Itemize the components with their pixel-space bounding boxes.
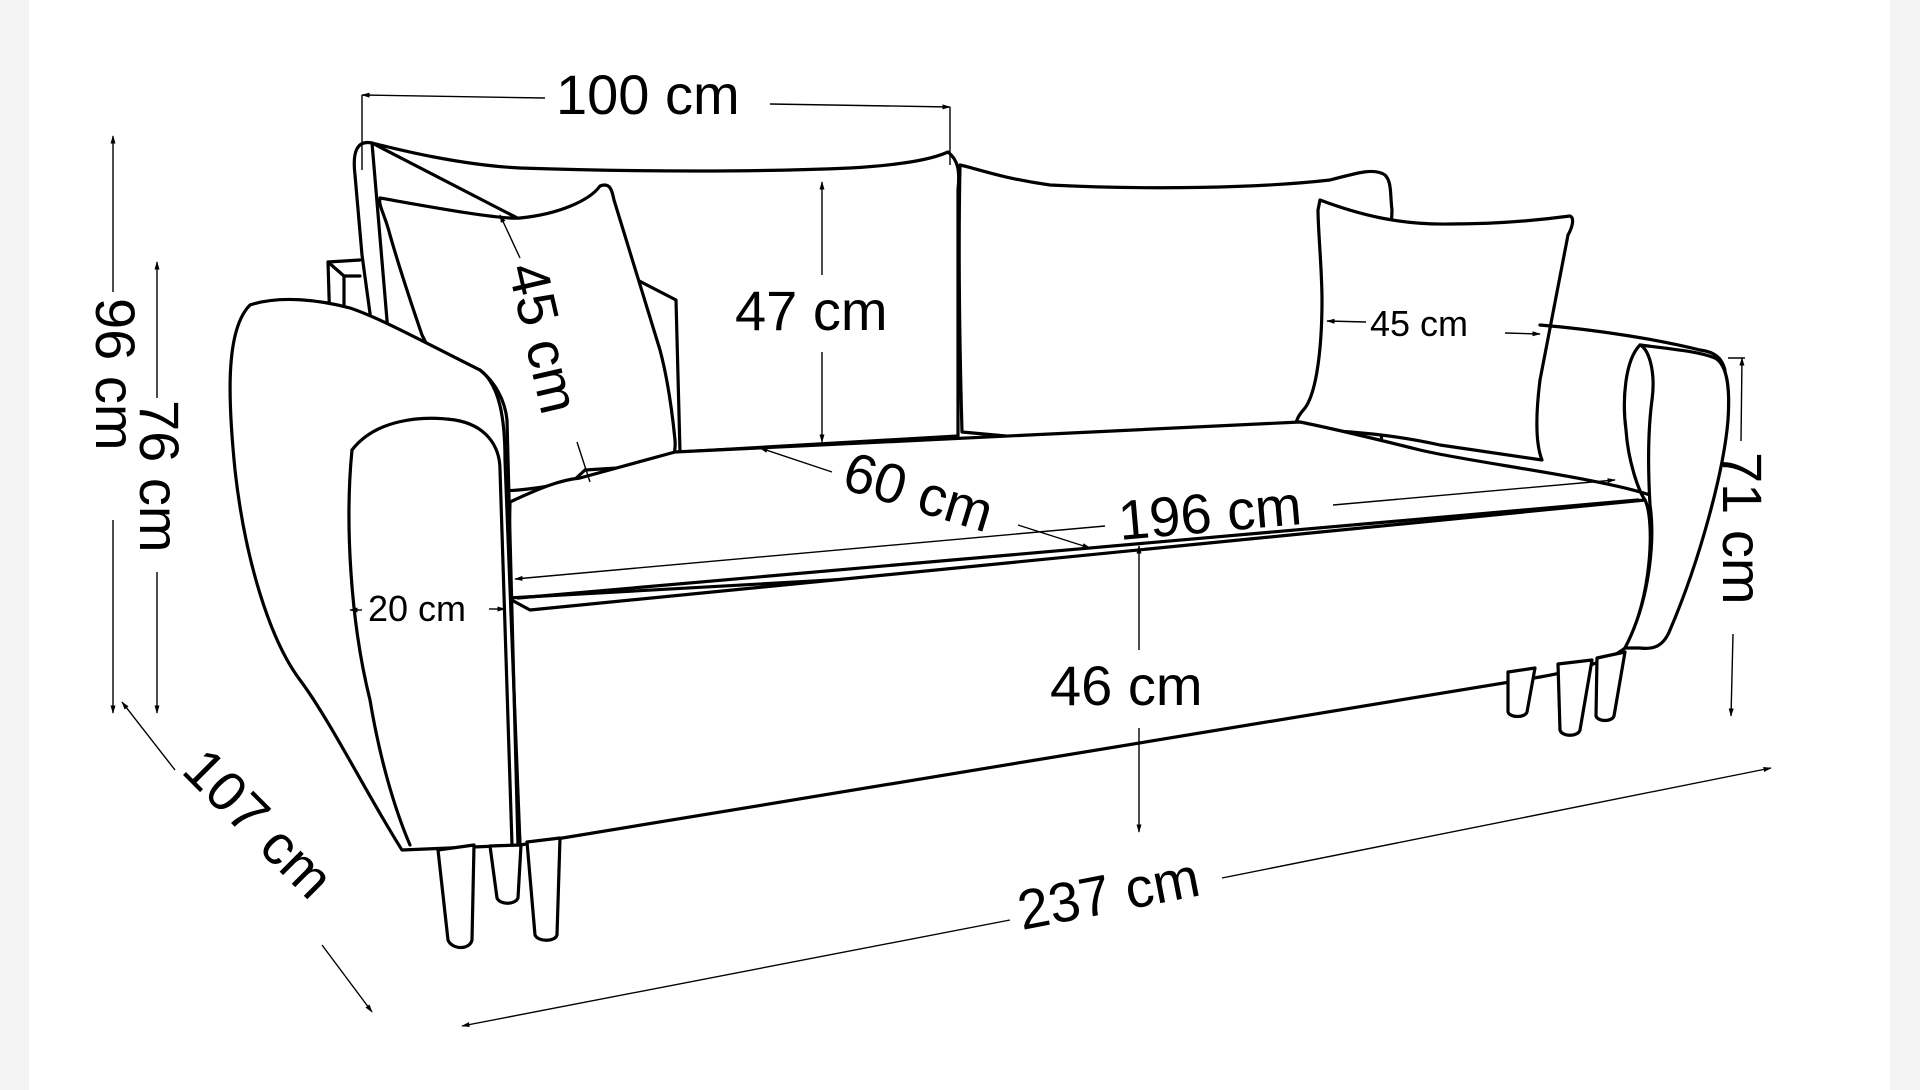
label-total-depth: 107 cm [172,736,346,910]
label-right-pillow-size: 45 cm [1370,303,1468,344]
label-armrest-height: 76 cm [128,400,191,553]
dimension-lines [110,92,1772,1028]
label-backrest-height: 47 cm [735,279,888,342]
label-right-arm-height: 71 cm [1711,452,1774,605]
sofa-drawing: 100 cm 47 cm 45 cm 45 cm 60 cm 196 cm 46… [84,63,1774,1028]
label-seat-height: 46 cm [1050,654,1203,717]
label-backrest-width: 100 cm [556,63,740,126]
dimension-labels: 100 cm 47 cm 45 cm 45 cm 60 cm 196 cm 46… [84,63,1774,942]
label-armrest-width: 20 cm [368,588,466,629]
sofa-legs [436,650,1627,950]
diagram-canvas: 100 cm 47 cm 45 cm 45 cm 60 cm 196 cm 46… [29,0,1890,1090]
label-total-height: 96 cm [84,298,147,451]
label-total-width: 237 cm [1012,845,1204,942]
